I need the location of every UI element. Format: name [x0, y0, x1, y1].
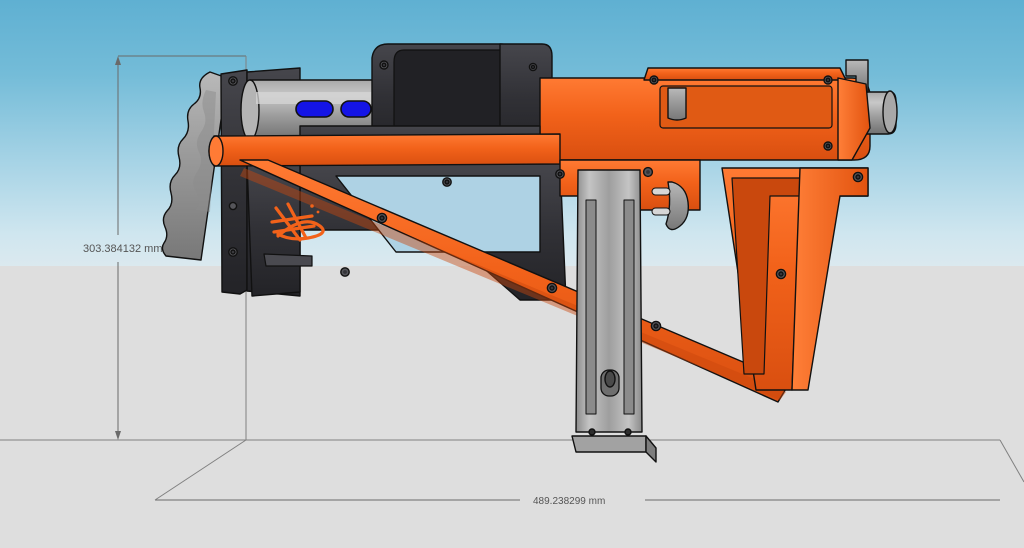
magazine-baseplate-side [645, 435, 657, 463]
dimension-vertical-label: 303.384132 mm [83, 243, 163, 255]
folding-frame-bolts [775, 171, 864, 280]
magazine-baseplate [571, 435, 647, 453]
receiver-charging-handle [667, 87, 687, 121]
receiver-top-rail [643, 67, 847, 81]
magazine-rail-right [623, 199, 635, 415]
receiver-bolts [442, 75, 833, 187]
optic-sight-recess [393, 49, 515, 137]
magazine-rail-left [585, 199, 597, 415]
receiver-cylinder-endcap [240, 79, 260, 141]
butt-pad-shade [193, 90, 216, 212]
folding-stock-arm-shade [240, 168, 786, 400]
trigger-pins [651, 187, 671, 216]
stock-slot-tab [263, 253, 313, 267]
stock-bar-endcap [208, 135, 224, 167]
dimension-vertical[interactable]: 303.384132 mm [83, 55, 250, 441]
magazine-base-pins [588, 428, 632, 436]
stock-screws [228, 76, 238, 257]
stock-frame-cutout [335, 175, 541, 253]
dimension-horizontal[interactable]: 489.238299 mm [155, 496, 1000, 507]
logo-signature [270, 202, 325, 242]
blaster-model[interactable] [161, 43, 898, 463]
blue-indicator-left [295, 100, 334, 118]
blue-indicator-right [340, 100, 372, 118]
muzzle-shroud [837, 77, 871, 161]
grip-bolt-center [646, 170, 650, 174]
receiver-window [659, 85, 833, 129]
magazine-follower [604, 370, 616, 388]
dim-arrow-bottom [115, 431, 121, 440]
rear-stock-body [220, 69, 248, 295]
ground-plane-background [0, 266, 1024, 548]
stock-lower-screw-center [343, 270, 347, 274]
dimension-horizontal-label: 489.238299 mm [533, 496, 605, 507]
folding-frame-front-edge [791, 167, 869, 391]
dim-arrow-top [115, 56, 121, 65]
muzzle-endcap [882, 90, 898, 134]
optic-screws [379, 60, 538, 72]
